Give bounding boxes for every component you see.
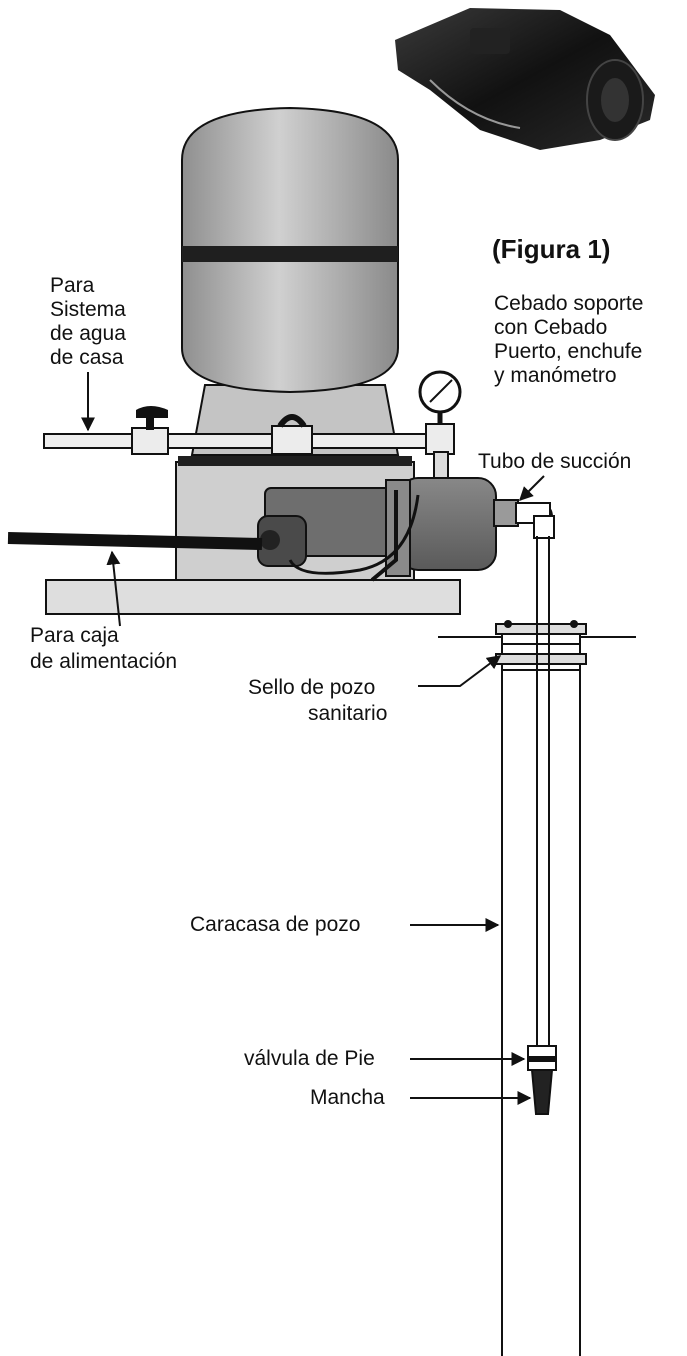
well-seal [495, 620, 587, 671]
arrow-suction-tube [519, 475, 545, 501]
label-suction-tube: Tubo de succión [478, 450, 631, 473]
svg-text:Para caja: Para caja [30, 624, 119, 647]
svg-text:Sistema: Sistema [50, 298, 126, 321]
pump-photo [395, 8, 655, 150]
figure-title: (Figura 1) [492, 234, 610, 264]
svg-text:sanitario: sanitario [308, 702, 387, 725]
svg-text:Para: Para [50, 274, 95, 297]
foot-valve [527, 1045, 557, 1071]
tank-tee [271, 414, 313, 455]
svg-text:de casa: de casa [50, 346, 124, 369]
label-priming: Cebado soporte con Cebado Puerto, enchuf… [494, 292, 643, 387]
arrow-power-box [106, 550, 121, 627]
house-water-pipe [43, 433, 447, 449]
tank-band [182, 246, 398, 262]
svg-text:con Cebado: con Cebado [494, 316, 607, 339]
label-well-casing: Caracasa de pozo [190, 913, 360, 936]
label-power-box: Para caja de alimentación [30, 624, 177, 673]
label-well-seal: Sello de pozo sanitario [248, 676, 387, 725]
suction-pipe [536, 536, 550, 1048]
well-casing [501, 628, 581, 1356]
shutoff-valve [131, 406, 169, 455]
label-strainer: Mancha [310, 1086, 385, 1109]
svg-text:y manómetro: y manómetro [494, 364, 617, 387]
label-house-water: Para Sistema de agua de casa [50, 274, 126, 369]
svg-text:Cebado soporte: Cebado soporte [494, 292, 643, 315]
label-foot-valve: válvula de Pie [244, 1047, 375, 1070]
strainer [530, 1069, 554, 1115]
svg-text:Sello de pozo: Sello de pozo [248, 676, 375, 699]
suction-elbow [515, 502, 555, 539]
base-platform [45, 579, 461, 615]
pressure-tank [181, 106, 399, 394]
motor-cap [257, 515, 307, 567]
svg-text:Puerto, enchufe: Puerto, enchufe [494, 340, 642, 363]
svg-text:de alimentación: de alimentación [30, 650, 177, 673]
arrow-well-seal [418, 655, 502, 687]
svg-text:de agua: de agua [50, 322, 126, 345]
pressure-gauge [418, 370, 462, 479]
power-cord [7, 532, 263, 550]
